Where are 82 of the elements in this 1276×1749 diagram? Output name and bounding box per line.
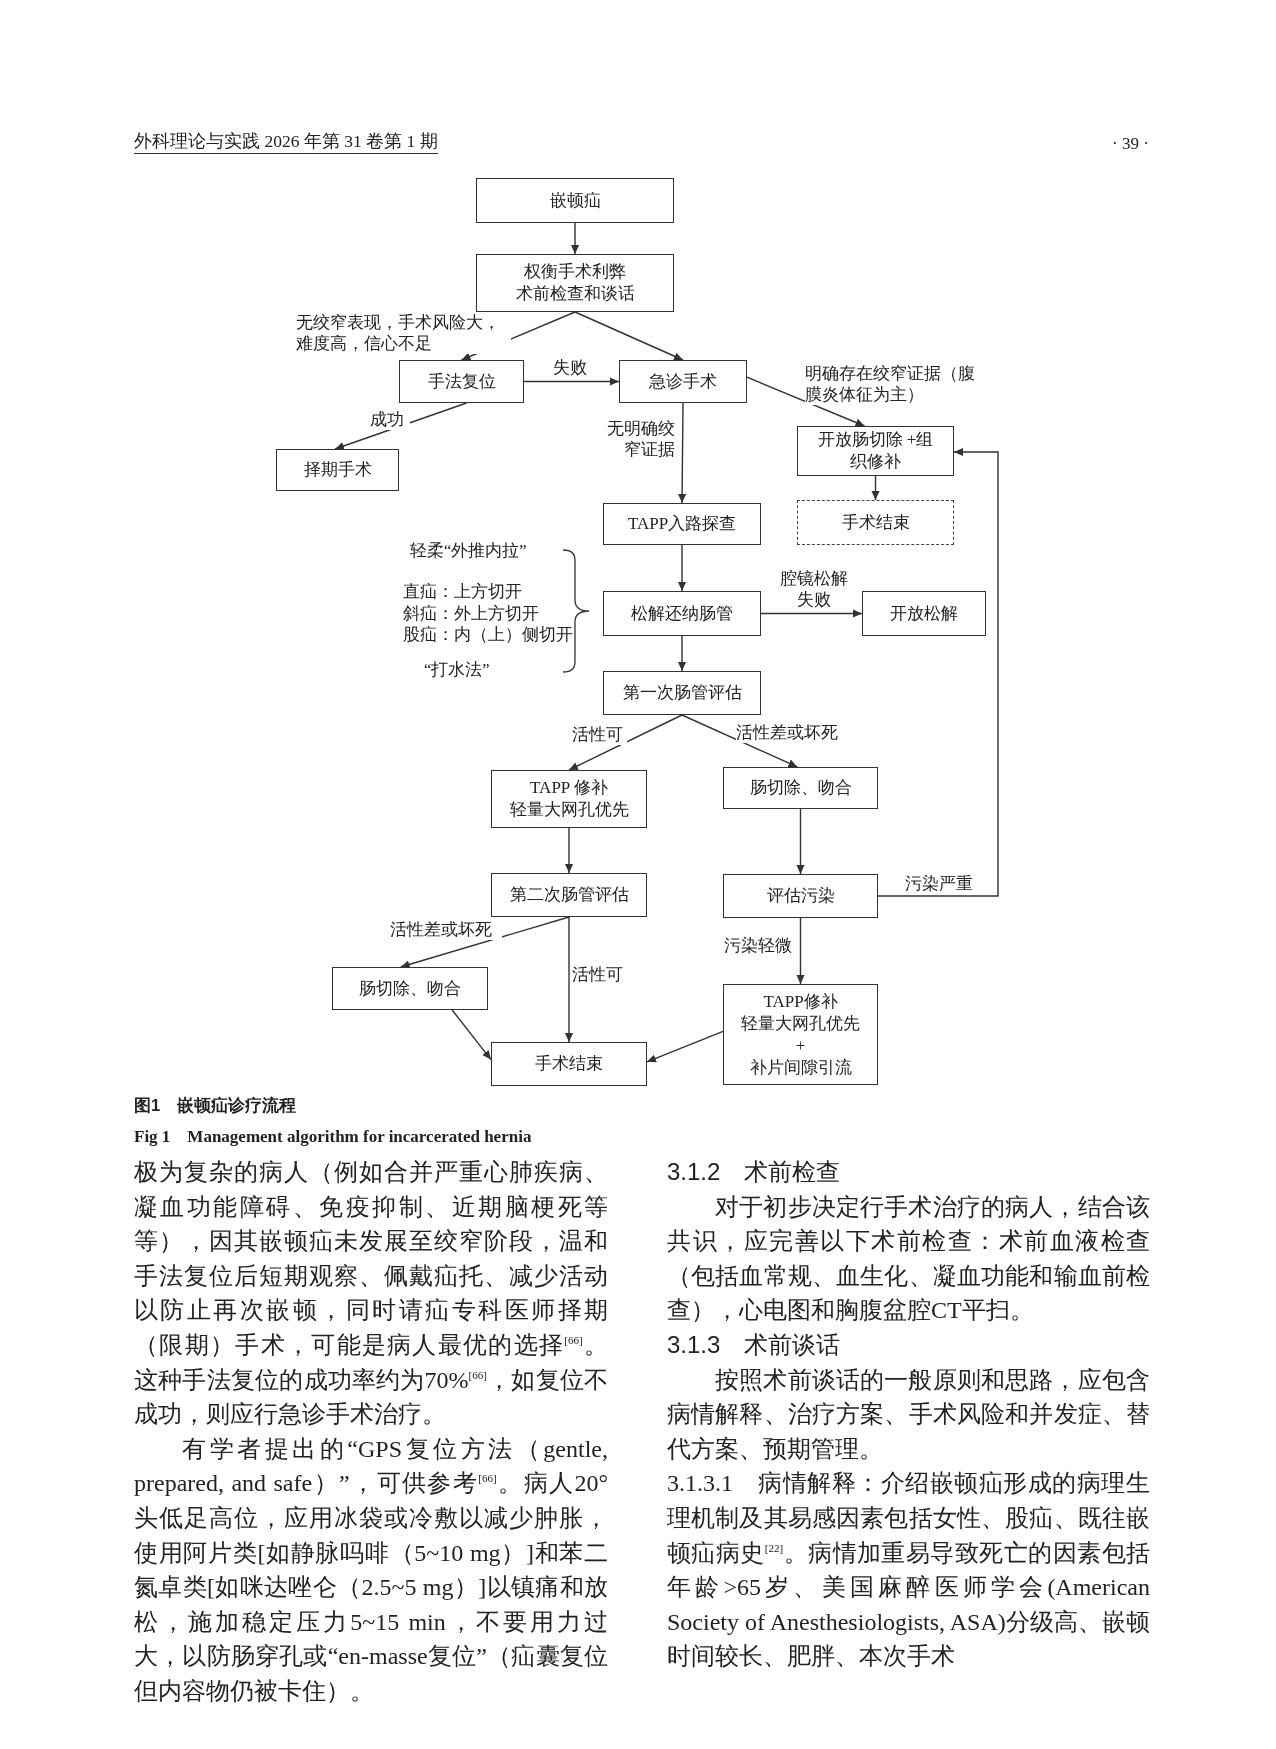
box-label: 权衡手术利弊 — [524, 261, 626, 283]
process-box — [491, 770, 647, 828]
process-box — [276, 449, 399, 491]
arrow — [746, 376, 866, 427]
process-box — [603, 671, 761, 715]
body-paragraph: 极为复杂的病人（例如合并严重心肺疾病、凝血功能障碍、免疫抑制、近期脑梗死等等），因其嵌顿疝未发展至绞窄阶段，温和手法复位后短期观察、佩戴疝托、减少活动以防止再次嵌顿，同时请疝专科医师择期（限期）手术，可能是病人最优的选择$^{[66]}$。这种手法复位的成功率约为70%$^{[66]}$，如复位不成功，则应行急诊手术治疗。 — [134, 1158, 608, 1430]
box-label: 手术结束 — [841, 511, 910, 534]
process-box — [476, 254, 674, 312]
box-label: 急诊手术 — [649, 370, 717, 393]
body-paragraph: 按照术前谈话的一般原则和思路，应包含病情解释、治疗方案、手术风险和并发症、替代方案、预期管理。 — [667, 1365, 1150, 1464]
process-box — [603, 503, 761, 545]
box-label: 肠切除、吻合 — [749, 777, 852, 799]
section-heading: 3.1.3 术前谈话 — [667, 1329, 842, 1360]
box-label: 第二次肠管评估 — [509, 884, 629, 906]
arrow — [646, 1030, 724, 1063]
box-label: 补片间隙引流 — [749, 1056, 852, 1079]
annotation-text: 轻柔“外推内拉” — [410, 540, 527, 561]
arrow — [877, 447, 999, 897]
edge-label: 明确存在绞窄证据（腹膜炎体征为主） — [805, 363, 975, 405]
box-label: + — [795, 1034, 806, 1057]
arrow — [681, 714, 799, 768]
arrow — [677, 544, 687, 592]
edge-label: 无绞窄表现，手术风险大，难度高，信心不足 — [296, 312, 511, 354]
process-box — [723, 767, 878, 809]
arrow — [871, 475, 880, 501]
box-label: 开放肠切除 +组织修补 — [816, 429, 935, 473]
process-box — [491, 873, 647, 917]
edge-label: 成功 — [370, 409, 410, 430]
box-label: 嵌顿疝 — [549, 189, 601, 212]
end-box — [797, 500, 954, 545]
arrow — [678, 402, 687, 504]
box-label: 松解还纳肠管 — [631, 602, 733, 625]
box-label: 轻量大网孔优先 — [509, 799, 629, 821]
figure-caption: Fig 1 Management algorithm for incarcerated hernia — [134, 1126, 532, 1147]
arrow — [677, 635, 687, 672]
arrow — [570, 222, 580, 255]
box-label: 轻量大网孔优先 — [741, 1012, 860, 1035]
edge-label: 活性差或坏死 — [390, 919, 502, 940]
process-box — [723, 874, 878, 918]
arrow — [796, 808, 805, 875]
journal-header: 外科理论与实践 2026 年第 31 卷第 1 期 — [134, 131, 438, 154]
edge-label: 活性可 — [572, 724, 627, 745]
body-paragraph: 有学者提出的“GPS复位方法（gentle, prepared, and safe）”，可供参考$^{[66]}$。病人20°头低足高位，应用冰袋或冷敷以减少肿胀，使用阿片类[如静脉吗啡（5~10 mg）]和苯二氮卓类[如咪达唑仑（2.5~5 mg）]以镇痛和放松，施加稳定压力5~15 min，不要用力过大，以防肠穿孔或“en-masse复位”（疝囊复位但内容物仍被卡住）。 — [134, 1434, 608, 1706]
box-label: 肠切除、吻合 — [359, 977, 461, 1000]
arrow — [796, 917, 805, 985]
box-label: 择期手术 — [303, 459, 372, 481]
box-label: 手法复位 — [427, 370, 496, 393]
process-box — [603, 591, 761, 636]
arrow — [574, 311, 684, 361]
section-heading: 3.1.2 术前检查 — [667, 1157, 842, 1187]
annotation-text: 股疝：内（上）侧切开 — [403, 624, 573, 645]
process-box — [332, 967, 488, 1010]
figure-caption: 图1 嵌顿疝诊疗流程 — [134, 1095, 297, 1116]
edge-label: 腔镜松解失败 — [778, 568, 850, 610]
process-box — [491, 1042, 647, 1086]
process-box — [723, 984, 878, 1085]
box-label: 手术结束 — [535, 1053, 603, 1075]
process-box — [476, 178, 674, 223]
arrow — [564, 916, 574, 1043]
arrow — [399, 916, 570, 969]
process-box — [862, 591, 986, 636]
box-label: 术前检查和谈话 — [515, 283, 635, 305]
box-label: TAPP修补 — [763, 990, 838, 1013]
annotation-text: “打水法” — [424, 659, 490, 680]
annotation-text: 斜疝：外上方切开 — [403, 603, 539, 624]
page-number: · 39 · — [1112, 133, 1149, 154]
box-label: TAPP入路探查 — [627, 513, 737, 535]
box-label: TAPP 修补 — [530, 777, 608, 799]
process-box — [619, 360, 747, 403]
body-paragraph: 对于初步决定行手术治疗的病人，结合该共识，应完善以下术前检查：术前血液检查（包括血常规、血生化、凝血功能和输血前检查），心电图和胸腹盆腔CT平扫。 — [667, 1192, 1150, 1326]
arrow — [760, 609, 863, 618]
box-label: 评估污染 — [766, 885, 835, 907]
arrow — [451, 1009, 492, 1061]
box-label: 第一次肠管评估 — [622, 682, 742, 704]
arrow — [568, 714, 683, 771]
process-box — [797, 426, 954, 476]
arrow — [523, 377, 620, 386]
arrow — [564, 827, 574, 874]
process-box — [399, 360, 524, 403]
annotation-text: 直疝：上方切开 — [403, 581, 522, 602]
box-label: 开放松解 — [890, 602, 958, 625]
body-paragraph: 3.1.3.1 病情解释：介绍嵌顿疝形成的病理生理机制及其易感因素包括女性、股疝、既往嵌顿疝病史$^{[22]}$。病情加重易导致死亡的因素包括年龄>65岁、美国麻醉医师学会(American Society of Anesthesiologists, ASA)分级高、嵌顿时间较长、肥胖、本次手术 — [667, 1469, 1150, 1672]
